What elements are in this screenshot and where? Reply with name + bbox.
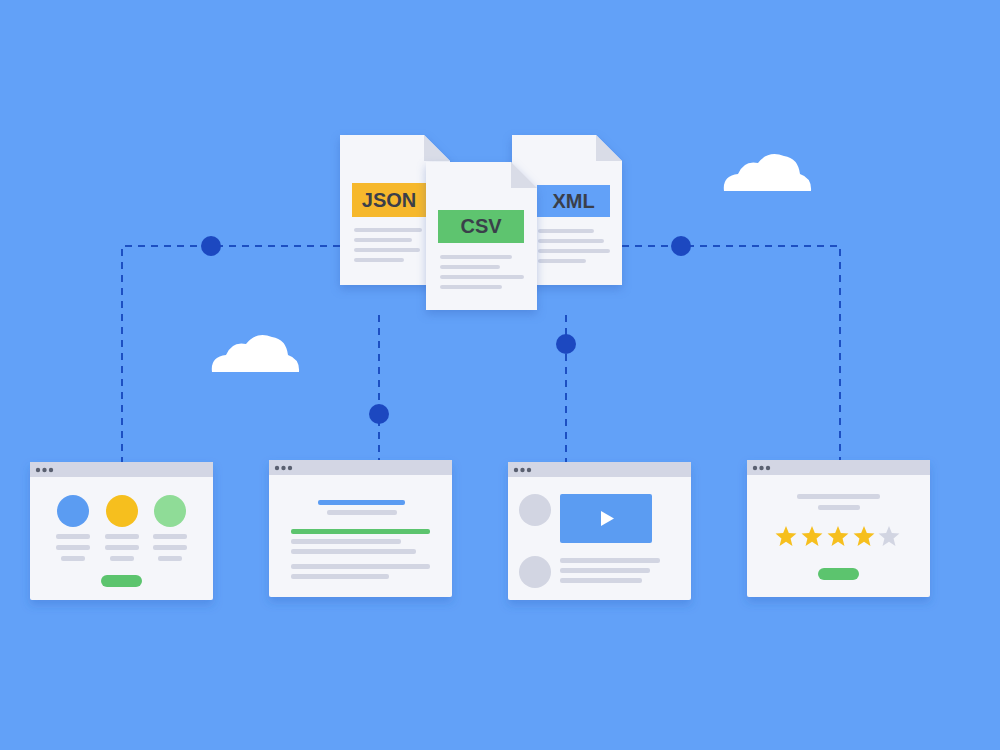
avatar-circle xyxy=(519,494,551,526)
cloud xyxy=(724,154,811,191)
rating-star xyxy=(802,526,823,546)
content-line xyxy=(538,259,586,263)
window-bar xyxy=(747,460,930,475)
junction-dot xyxy=(671,236,691,256)
window-bar xyxy=(30,462,213,477)
window-bar xyxy=(508,462,691,477)
content-line xyxy=(440,265,500,269)
content-line xyxy=(354,238,412,242)
browser-window xyxy=(269,460,452,597)
content-line xyxy=(354,248,420,252)
rating-star xyxy=(879,526,900,546)
junction-dot xyxy=(369,404,389,424)
text-lines xyxy=(56,534,187,561)
rating-star xyxy=(776,526,797,546)
file-document: CSV xyxy=(426,162,537,310)
video-frame xyxy=(560,494,652,543)
file-type-label: JSON xyxy=(352,183,426,217)
window-body xyxy=(30,462,213,600)
text-lines xyxy=(291,539,430,579)
content-line xyxy=(440,255,512,259)
document-page xyxy=(512,135,622,285)
window-dots xyxy=(753,466,770,470)
content-line xyxy=(538,249,610,253)
cloud xyxy=(212,335,299,372)
dashed-lines xyxy=(122,246,840,462)
window-body xyxy=(269,460,452,597)
rating-star xyxy=(854,526,875,546)
play-icon xyxy=(601,511,614,526)
window-bar xyxy=(269,460,452,475)
rating-star xyxy=(828,526,849,546)
feature-circle xyxy=(106,495,138,527)
content-line xyxy=(538,239,604,243)
text-lines xyxy=(560,558,660,583)
window-dots xyxy=(36,468,53,472)
button-pill xyxy=(818,568,859,580)
browser-window xyxy=(747,460,930,597)
folded-corner xyxy=(424,135,450,161)
junction-dot xyxy=(556,334,576,354)
cloud-shape xyxy=(724,154,811,191)
feature-circle xyxy=(57,495,89,527)
button-pill xyxy=(101,575,142,587)
text-line xyxy=(818,505,860,510)
highlight-line xyxy=(291,529,430,534)
avatar-circle xyxy=(519,556,551,588)
feature-circle xyxy=(154,495,186,527)
dashed-line xyxy=(622,246,840,460)
browser-window xyxy=(30,462,213,600)
file-type-label: XML xyxy=(537,185,610,217)
text-line xyxy=(797,494,880,499)
content-line xyxy=(354,228,422,232)
browser-window xyxy=(508,462,691,600)
junction-dot xyxy=(201,236,221,256)
window-body xyxy=(508,462,691,600)
heading-line xyxy=(318,500,405,505)
content-line xyxy=(440,285,502,289)
file-type-label: CSV xyxy=(438,210,524,243)
content-line xyxy=(354,258,404,262)
window-dots xyxy=(514,468,531,472)
cloud-shape xyxy=(212,335,299,372)
rating-stars xyxy=(776,526,900,546)
dashed-line xyxy=(122,246,340,462)
content-line xyxy=(440,275,524,279)
document-page xyxy=(426,162,537,310)
content-line xyxy=(538,229,594,233)
text-line xyxy=(327,510,397,515)
folded-corner xyxy=(596,135,622,161)
dashed-line xyxy=(378,315,380,460)
window-dots xyxy=(275,466,292,470)
window-body xyxy=(747,460,930,597)
